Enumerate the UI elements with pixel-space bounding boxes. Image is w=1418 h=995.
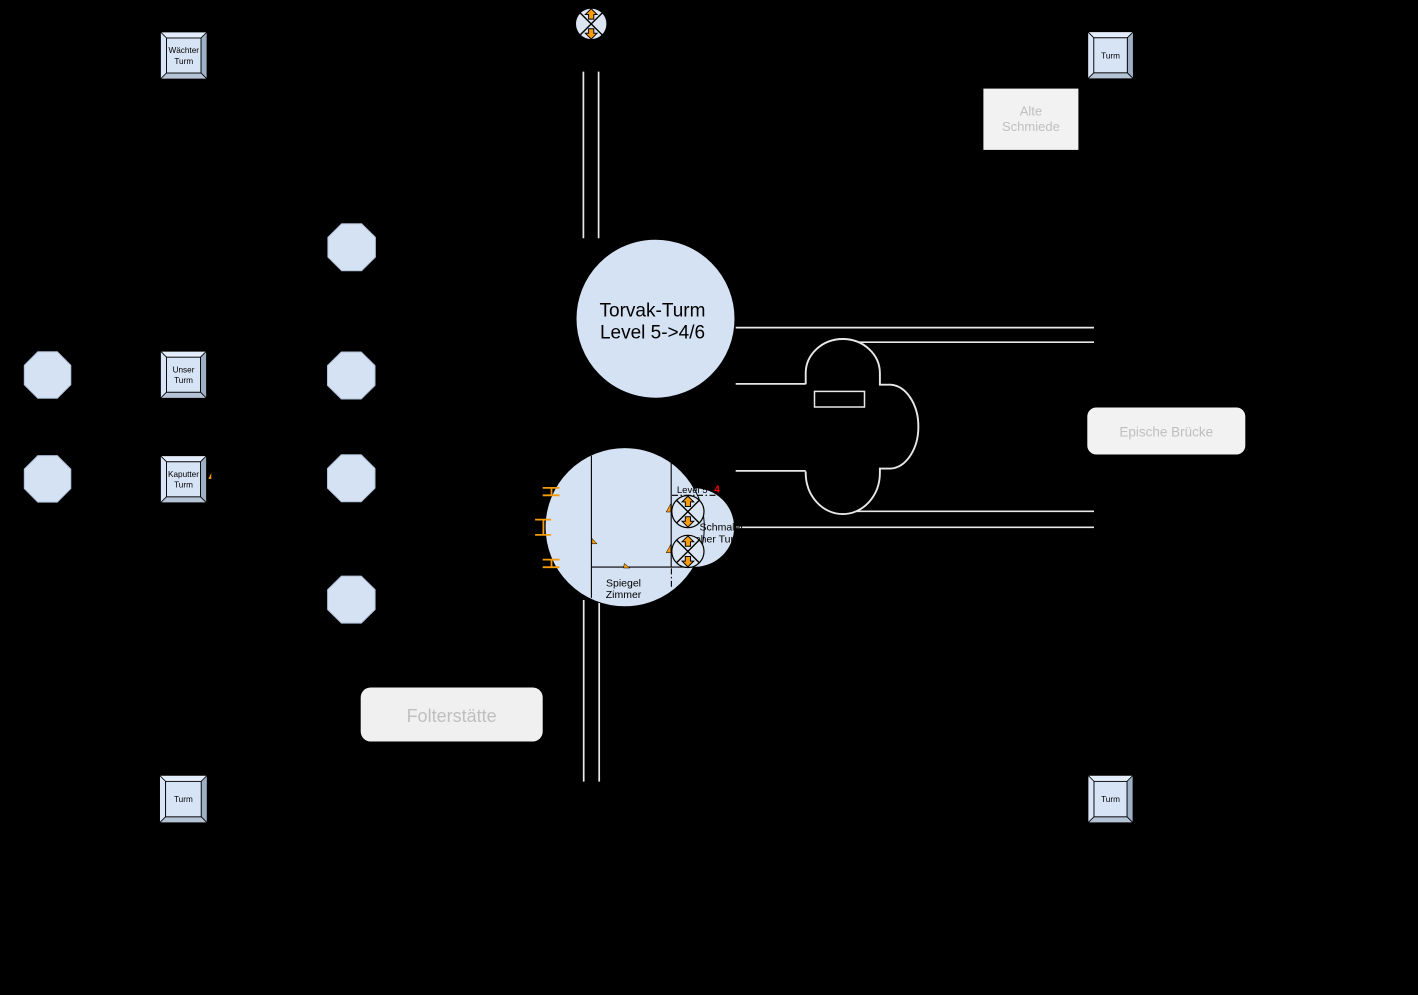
svg-text:Schmiede: Schmiede — [1002, 119, 1060, 134]
svg-text:Epische Brücke: Epische Brücke — [1119, 425, 1213, 440]
svg-text:4: 4 — [714, 485, 720, 496]
svg-text:Wächter: Wächter — [169, 46, 200, 55]
svg-text:Turm: Turm — [1101, 795, 1120, 804]
svg-text:Level 5: Level 5 — [677, 485, 708, 496]
svg-text:hoher Turm: hoher Turm — [689, 534, 743, 546]
svg-text:Torvak-Turm: Torvak-Turm — [600, 301, 706, 322]
svg-text:Turm: Turm — [174, 376, 193, 385]
svg-text:Turm: Turm — [174, 481, 193, 490]
svg-text:Zimmer: Zimmer — [606, 589, 642, 601]
svg-text:Turm: Turm — [174, 57, 193, 66]
svg-text:Kaputter: Kaputter — [168, 470, 199, 479]
svg-text:Schmaler: Schmaler — [700, 522, 745, 534]
svg-text:Unser: Unser — [173, 365, 195, 374]
svg-text:Folterstätte: Folterstätte — [407, 706, 497, 726]
svg-text:Level 5->4/6: Level 5->4/6 — [600, 323, 705, 344]
svg-text:Spiegel: Spiegel — [606, 578, 641, 590]
svg-text:Turm: Turm — [174, 795, 193, 804]
svg-text:Turm: Turm — [1101, 51, 1120, 60]
svg-text:Alte: Alte — [1020, 104, 1042, 119]
